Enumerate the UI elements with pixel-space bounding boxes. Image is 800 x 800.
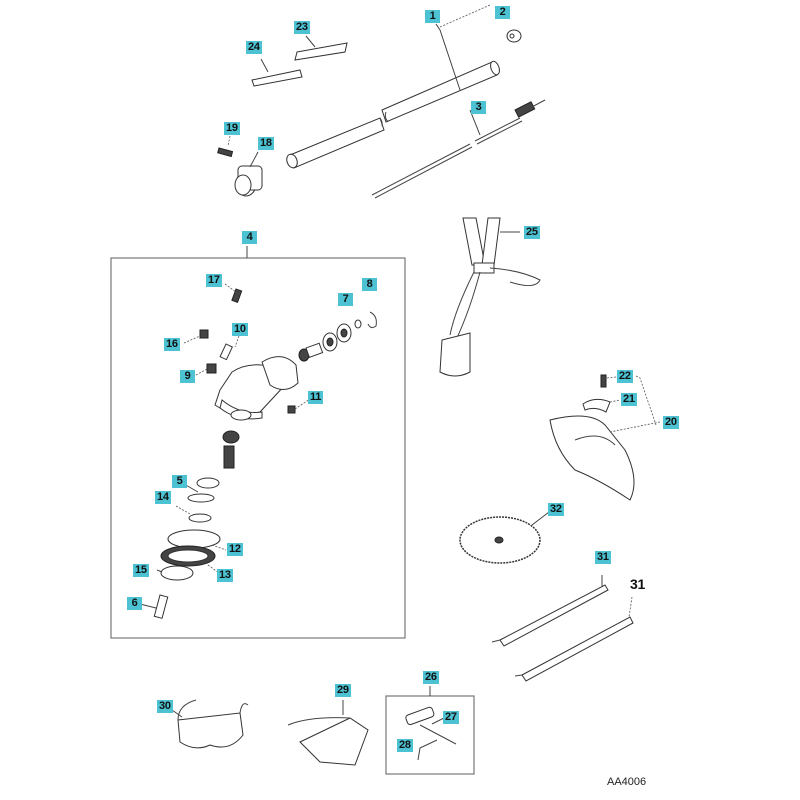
handle-clamp [234, 151, 263, 197]
callout-4[interactable]: 4 [242, 231, 257, 244]
label-sticker-24 [251, 58, 303, 87]
callout-28[interactable]: 28 [397, 739, 413, 752]
callout-9[interactable]: 9 [180, 370, 195, 383]
callout-11[interactable]: 11 [308, 391, 324, 404]
gear-head-assembly-box [110, 257, 406, 639]
callout-20[interactable]: 20 [663, 416, 679, 429]
callout-22[interactable]: 22 [617, 370, 633, 383]
safety-goggles [171, 699, 249, 749]
callout-3[interactable]: 3 [471, 101, 486, 114]
callout-31[interactable]: 31 [595, 551, 611, 564]
callout-17[interactable]: 17 [206, 274, 222, 287]
callout-2[interactable]: 2 [495, 6, 510, 19]
saw-blade [459, 511, 550, 564]
callout-31-secondary[interactable]: 31 [630, 576, 645, 592]
pinion-and-bearings [298, 311, 377, 362]
callout-7[interactable]: 7 [338, 293, 353, 306]
callout-26[interactable]: 26 [423, 671, 439, 684]
callout-6[interactable]: 6 [127, 597, 142, 610]
harness [439, 217, 541, 377]
callout-5[interactable]: 5 [172, 475, 187, 488]
guard-bracket [582, 398, 621, 413]
screw-19 [217, 135, 234, 158]
box-wrench [405, 706, 457, 745]
blade-cover-2 [514, 596, 634, 682]
callout-23[interactable]: 23 [294, 21, 310, 34]
callout-18[interactable]: 18 [258, 137, 274, 150]
tool-bag [287, 700, 369, 766]
drive-shaft [371, 99, 546, 199]
end-washer [506, 29, 522, 43]
hex-key [417, 739, 438, 761]
lower-stack [139, 477, 227, 619]
guard-bolt [600, 374, 657, 426]
callout-8[interactable]: 8 [362, 278, 377, 291]
callout-32[interactable]: 32 [548, 503, 564, 516]
gear-and-shaft [222, 409, 252, 469]
callout-30[interactable]: 30 [157, 700, 173, 713]
callout-25[interactable]: 25 [524, 226, 540, 239]
drive-shaft-tube [286, 4, 500, 169]
callout-13[interactable]: 13 [217, 569, 233, 582]
callout-16[interactable]: 16 [164, 338, 180, 351]
callout-29[interactable]: 29 [335, 684, 351, 697]
callout-21[interactable]: 21 [621, 393, 637, 406]
small-fasteners [183, 283, 311, 414]
callout-15[interactable]: 15 [133, 564, 149, 577]
callout-12[interactable]: 12 [227, 543, 243, 556]
gear-head-housing [214, 356, 299, 420]
callout-1[interactable]: 1 [425, 10, 440, 23]
callout-19[interactable]: 19 [224, 122, 240, 135]
blade-guard [549, 415, 661, 501]
callout-27[interactable]: 27 [443, 711, 459, 724]
blade-cover-1 [491, 575, 609, 647]
callout-10[interactable]: 10 [232, 323, 248, 336]
diagram-reference-code: AA4006 [607, 776, 647, 788]
callout-14[interactable]: 14 [155, 491, 171, 504]
label-sticker-23 [294, 35, 348, 61]
callout-24[interactable]: 24 [246, 41, 262, 54]
